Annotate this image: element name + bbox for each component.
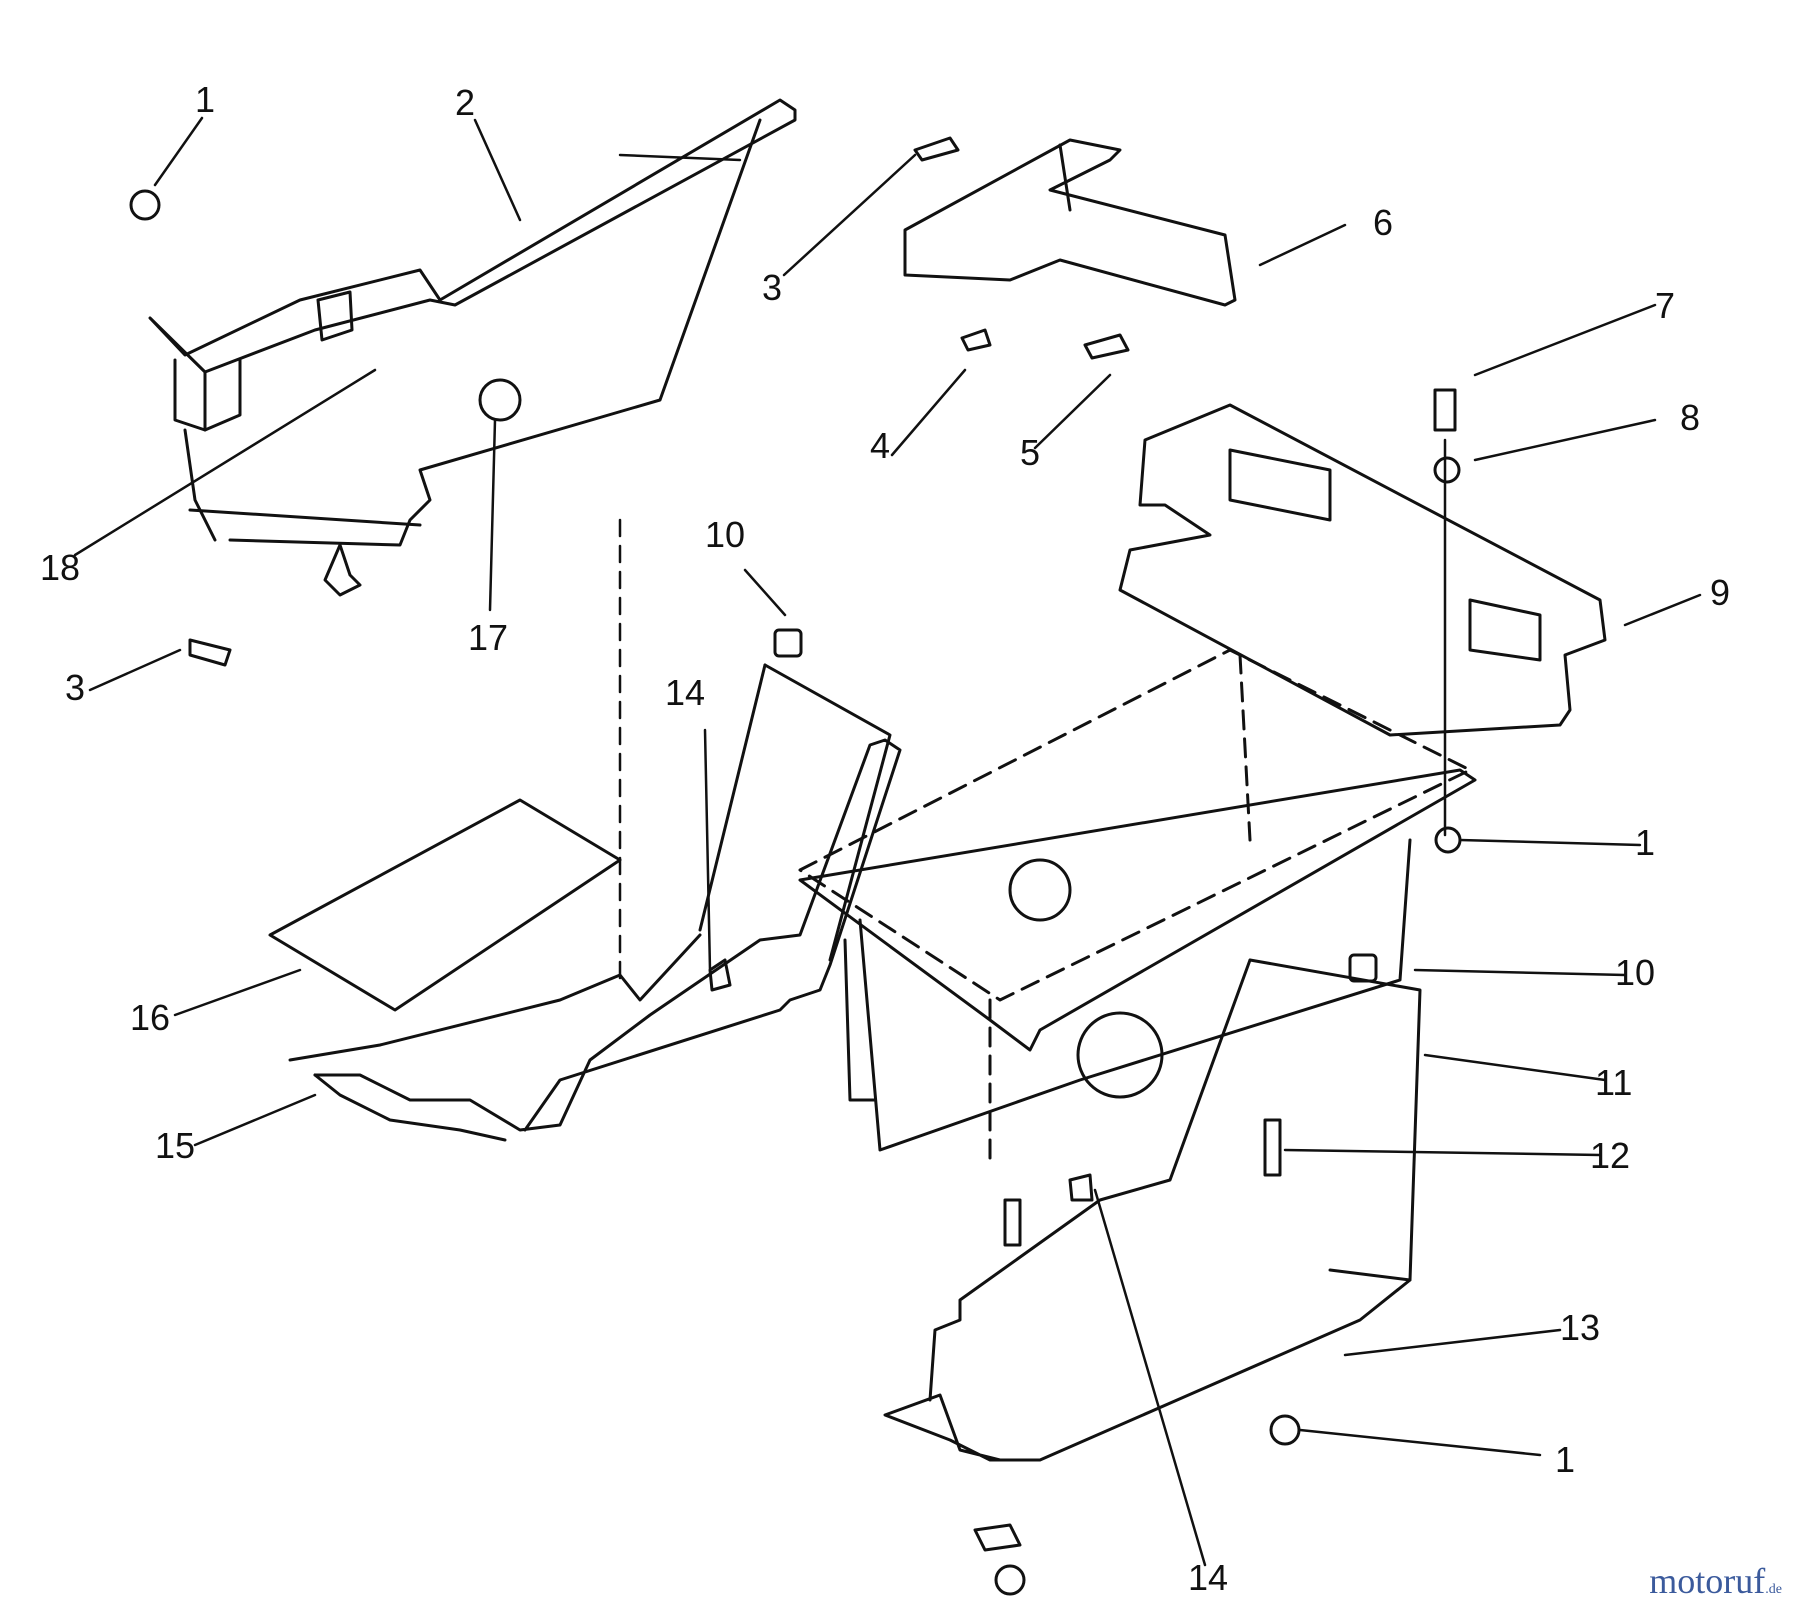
part-2-support-bar — [148, 98, 797, 597]
fasteners — [129, 136, 1462, 1596]
callout-1-bottom: 1 — [1555, 1439, 1575, 1480]
callout-10-right: 10 — [1615, 952, 1655, 993]
callout-14-left: 14 — [665, 672, 705, 713]
watermark: motoruf.de — [1649, 1560, 1782, 1602]
callout-1-right: 1 — [1635, 822, 1655, 863]
callout-11: 11 — [1595, 1062, 1632, 1103]
callout-13: 13 — [1560, 1307, 1600, 1348]
callout-3-left: 3 — [65, 667, 85, 708]
leader-lines — [73, 116, 1702, 1567]
part-6-bracket — [903, 138, 1237, 307]
watermark-suffix: .de — [1765, 1582, 1782, 1597]
callout-10-top: 10 — [705, 514, 745, 555]
callout-14-bottom: 14 — [1188, 1557, 1228, 1598]
callout-15: 15 — [155, 1125, 195, 1166]
callout-12: 12 — [1590, 1135, 1630, 1176]
callout-16: 16 — [130, 997, 170, 1038]
callout-3-top: 3 — [762, 267, 782, 308]
callout-18: 18 — [40, 547, 80, 588]
callout-5: 5 — [1020, 432, 1040, 473]
callout-2: 2 — [455, 82, 475, 123]
part-9-plate — [1118, 403, 1607, 737]
frame-solid — [798, 768, 1477, 1152]
callout-numbers: 1 2 3 6 7 8 4 5 18 17 3 10 14 9 1 10 16 … — [40, 79, 1730, 1598]
part-11-footrest-right — [883, 958, 1422, 1462]
callout-6: 6 — [1373, 202, 1393, 243]
callout-9: 9 — [1710, 572, 1730, 613]
frame-dashed — [798, 648, 1472, 1162]
callout-4: 4 — [870, 425, 890, 466]
callout-8: 8 — [1680, 397, 1700, 438]
part-16-mat — [268, 798, 622, 1012]
part-15-footrest-left — [288, 663, 902, 1142]
callout-1-top-left: 1 — [195, 79, 215, 120]
callout-17: 17 — [468, 617, 508, 658]
watermark-text: motoruf — [1649, 1561, 1766, 1601]
callout-7: 7 — [1655, 285, 1675, 326]
